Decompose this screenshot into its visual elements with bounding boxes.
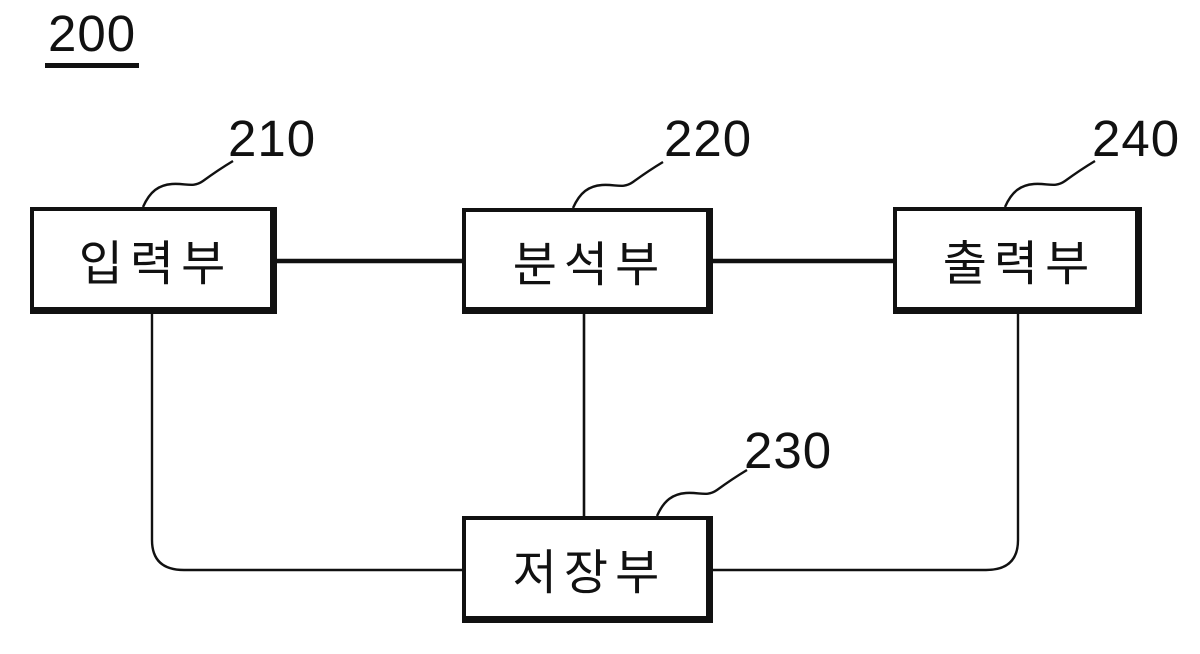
leader-line-220 (571, 160, 664, 209)
connector-output-storage (713, 314, 1020, 572)
connector-input-storage (150, 314, 462, 572)
ref-label-210: 210 (228, 110, 317, 167)
block-analysis-unit-label: 분석부 (512, 238, 667, 292)
block-output-unit: 출력부 (893, 207, 1142, 314)
block-input-unit: 입력부 (30, 207, 277, 314)
block-storage-unit: 저장부 (462, 516, 713, 623)
leader-line-210 (141, 159, 234, 208)
ref-label-220: 220 (664, 110, 753, 167)
block-analysis-unit: 분석부 (462, 208, 713, 314)
leader-line-230 (655, 468, 748, 517)
block-output-unit-label: 출력부 (942, 238, 1097, 291)
block-input-unit-label: 입력부 (78, 238, 233, 291)
ref-label-240: 240 (1092, 110, 1181, 167)
figure-number-label: 200 (45, 8, 140, 68)
leader-line-240 (1003, 159, 1096, 208)
block-storage-unit-label: 저장부 (512, 547, 667, 600)
ref-label-230: 230 (744, 422, 833, 479)
